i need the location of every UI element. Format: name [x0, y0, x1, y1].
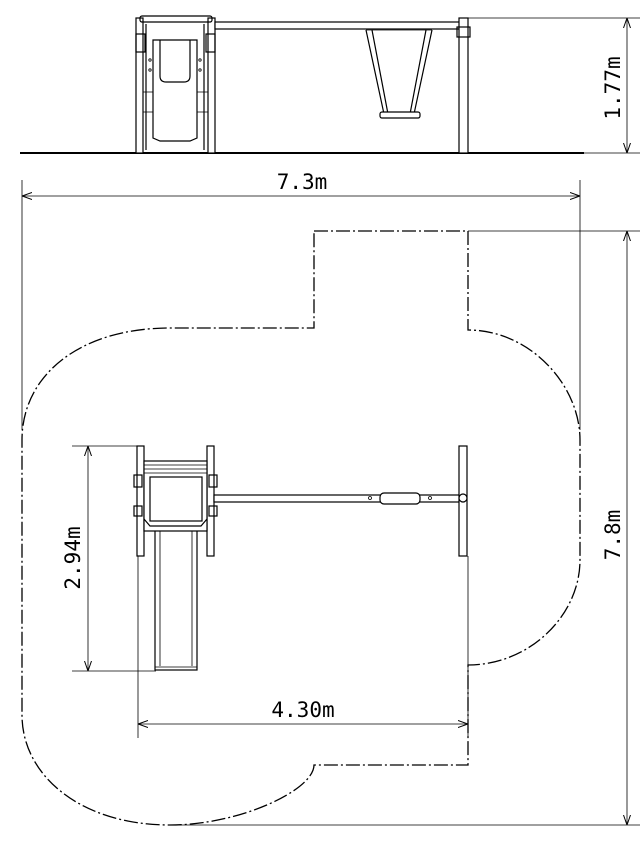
- equipment-depth-dimension: 2.94m: [61, 445, 156, 672]
- slide-tower-elevation: [135, 15, 216, 154]
- safety-zone-outline: [21, 230, 581, 826]
- equipment-depth-label: 2.94m: [61, 526, 85, 589]
- overall-length-dimension: 7.8m: [170, 230, 640, 826]
- swing-beam-elevation: [214, 21, 461, 30]
- overall-width-label: 7.3m: [277, 170, 328, 194]
- height-dimension: 1.77m: [468, 17, 640, 154]
- height-label: 1.77m: [601, 56, 625, 119]
- plan-view: 7.3m 7.8m 2.94m 4.30m: [21, 170, 640, 826]
- slide-chute-plan: [154, 526, 198, 671]
- slide-tower-plan: [133, 445, 218, 557]
- swing-post-plan: [458, 445, 468, 557]
- overall-width-dimension: 7.3m: [21, 170, 581, 430]
- elevation-view: 1.77m: [20, 15, 640, 154]
- swing-beam-plan: [213, 492, 467, 505]
- overall-length-label: 7.8m: [601, 510, 625, 561]
- swing-seat-elevation: [365, 29, 433, 119]
- swing-post-elevation: [456, 17, 471, 154]
- equipment-length-label: 4.30m: [271, 698, 334, 722]
- equipment-length-dimension: 4.30m: [137, 556, 469, 738]
